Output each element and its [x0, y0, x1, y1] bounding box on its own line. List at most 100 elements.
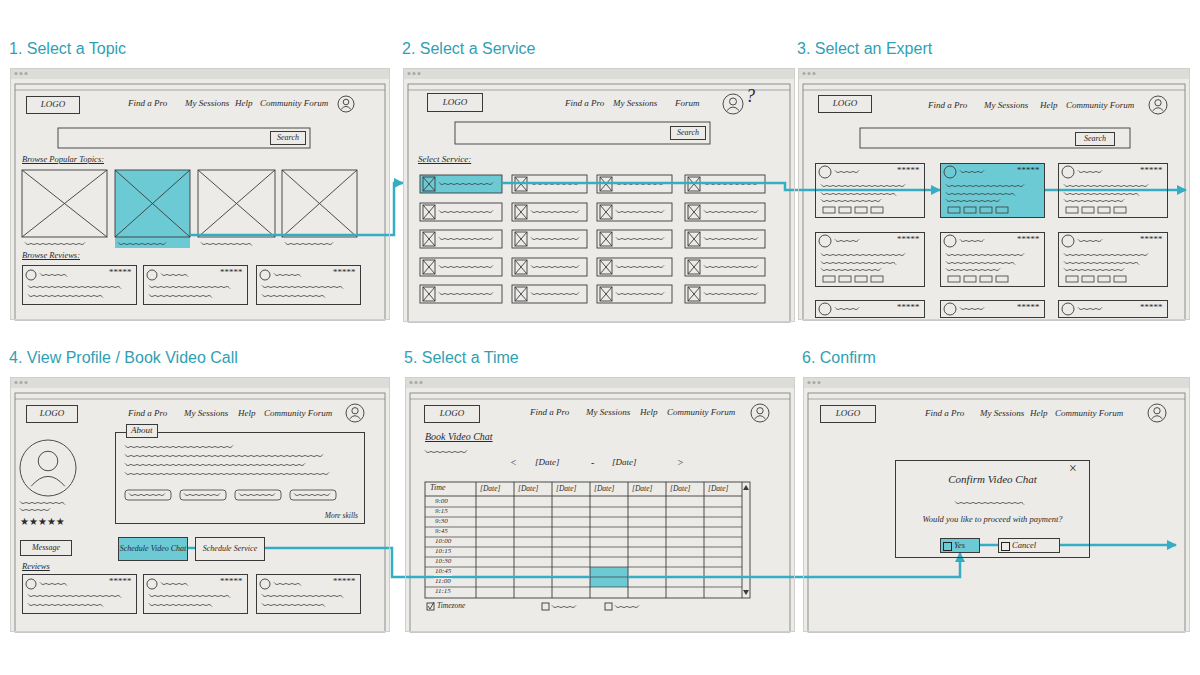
sketch-label: [Date]	[708, 485, 728, 493]
paper-sheet	[10, 68, 390, 320]
service-cell	[420, 258, 502, 276]
placeholder-cross	[600, 287, 612, 301]
squiggle	[125, 463, 305, 465]
reviewer-avatar	[147, 270, 157, 280]
squiggle	[184, 493, 220, 495]
squiggle	[294, 493, 330, 495]
placeholder-cross	[515, 205, 527, 219]
tag-box	[1098, 207, 1110, 213]
profile-card: *****	[815, 163, 925, 218]
service-cell	[597, 258, 672, 276]
checkbox	[605, 603, 612, 610]
squiggle	[821, 268, 881, 270]
squiggle	[946, 268, 1000, 270]
option-label: Cancel	[1012, 541, 1036, 550]
star-rating: *****	[333, 577, 356, 586]
tag-box	[1098, 276, 1110, 282]
image-placeholder	[688, 232, 700, 246]
time-cell: 10:15	[434, 548, 452, 556]
profile-card: *****	[1058, 232, 1168, 287]
placeholder-cross	[515, 287, 527, 301]
squiggle	[239, 493, 275, 495]
squiggle	[274, 582, 301, 585]
reviewer-avatar	[147, 579, 157, 589]
scroll-arrow	[743, 590, 749, 595]
checkmark	[428, 602, 434, 609]
image-placeholder	[515, 260, 527, 274]
dialog-title: Confirm Video Chat	[896, 473, 1089, 485]
service-cell	[597, 285, 672, 303]
sketch-label: Help	[238, 409, 256, 419]
squiggle	[821, 199, 881, 201]
avatar-head	[343, 99, 349, 105]
ui-button: Message	[20, 540, 72, 556]
address-line	[15, 90, 385, 91]
squiggle	[1064, 184, 1148, 186]
image-placeholder	[600, 232, 612, 246]
squiggle	[425, 450, 467, 452]
browser-bar	[798, 68, 1190, 79]
skill-tag	[235, 490, 281, 500]
section-heading: Reviews	[22, 562, 50, 571]
placeholder-cross	[688, 260, 700, 274]
squiggle	[960, 239, 984, 241]
sketch-label: My Sessions	[185, 99, 229, 109]
star-rating: *****	[1140, 235, 1163, 244]
panel-heading: 1. Select a Topic	[9, 40, 126, 58]
table-rule	[425, 507, 742, 508]
squiggle	[149, 294, 212, 297]
placeholder-cross	[423, 260, 435, 274]
sketch-label: Find a Pro	[565, 99, 604, 109]
placeholder-cross	[198, 170, 275, 237]
squiggle	[821, 192, 896, 195]
tag-box	[855, 276, 867, 282]
squiggle	[946, 253, 1024, 255]
ui-button: Search	[670, 126, 706, 140]
image-placeholder	[688, 260, 700, 274]
sketch-label: Help	[235, 99, 253, 109]
squiggle	[262, 594, 343, 597]
flow-arrow	[628, 576, 795, 579]
sketch-label: My Sessions	[980, 409, 1024, 419]
sketch-label: [Date]	[480, 485, 500, 493]
tag-box	[823, 207, 835, 213]
flow-arrow	[795, 189, 940, 192]
service-cell	[685, 258, 765, 276]
star-rating: *****	[109, 268, 132, 277]
ui-button: Schedule Video Chat	[118, 537, 188, 561]
service-cell	[685, 230, 765, 248]
profile-card: *****	[940, 300, 1045, 318]
placeholder-cross	[600, 232, 612, 246]
sketch-label: My Sessions	[586, 408, 630, 418]
avatar-icon	[1148, 404, 1166, 422]
tag-box	[871, 207, 883, 213]
squiggle	[531, 265, 579, 267]
avatar-head	[757, 408, 763, 414]
expert-avatar	[944, 235, 956, 247]
sketch-label: ?	[746, 87, 755, 107]
sketch-label: -	[591, 457, 594, 468]
squiggle	[439, 265, 493, 267]
image-placeholder	[515, 287, 527, 301]
scroll-arrow	[743, 485, 749, 490]
tag-box	[1066, 207, 1078, 213]
star-rating: ★★★★★	[20, 516, 65, 527]
button-label: Schedule Video Chat	[120, 545, 187, 554]
squiggle	[125, 454, 323, 456]
star-rating: *****	[897, 303, 920, 312]
sketch-label: [Date]	[535, 458, 560, 468]
sketch-window	[410, 393, 790, 632]
section-tab: About	[126, 424, 158, 438]
squiggle	[552, 605, 576, 607]
sketch-label: Community Forum	[1066, 101, 1134, 111]
avatar-body	[755, 416, 766, 419]
avatar-head	[1154, 408, 1160, 414]
star-rating: *****	[1017, 166, 1040, 175]
profile-card: *****	[256, 265, 361, 305]
tag-box	[855, 207, 867, 213]
time-cell: 9:15	[434, 508, 449, 516]
time-cell: 10:45	[434, 568, 452, 576]
placeholder-cross	[22, 170, 107, 237]
service-cell	[685, 203, 765, 221]
profile-card: *****	[256, 574, 361, 614]
